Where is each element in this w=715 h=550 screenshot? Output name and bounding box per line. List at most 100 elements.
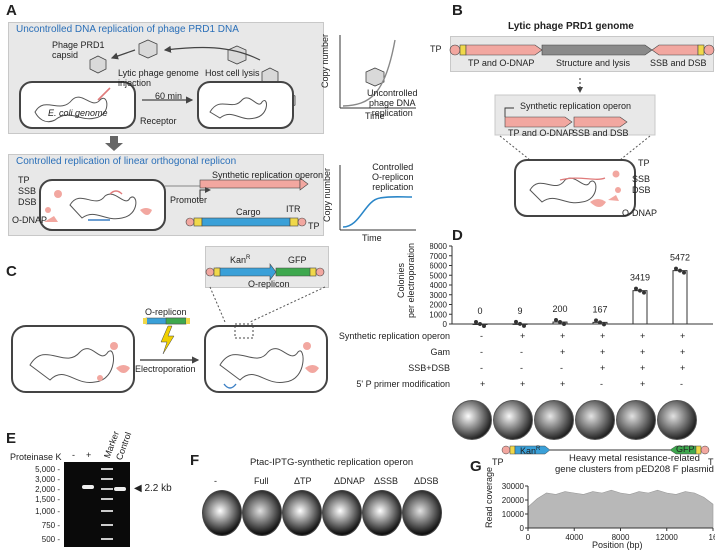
ecoli-cell-c2-icon bbox=[204, 325, 328, 393]
data-point bbox=[602, 322, 606, 327]
condition-name: 5' P primer modification bbox=[356, 379, 450, 389]
cell-ssb-label: SSB bbox=[632, 174, 651, 184]
panel-g-drawing: 01000020000300000400080001200016 bbox=[501, 445, 715, 542]
condition-value: - bbox=[560, 363, 563, 373]
data-point bbox=[522, 323, 526, 328]
condition-row: Gam--++++ bbox=[330, 344, 715, 360]
proteinase-label: Proteinase K bbox=[10, 452, 62, 462]
condition-value: - bbox=[520, 363, 523, 373]
ladder-label: 750 - bbox=[41, 521, 60, 530]
ladder-band bbox=[101, 510, 113, 512]
x-tick-label: 16 bbox=[709, 533, 715, 542]
panel-d-ylabel: Colonies per electroporation bbox=[396, 242, 416, 318]
plate-label: Full bbox=[254, 476, 269, 486]
itr-label: ITR bbox=[286, 204, 301, 214]
panel-g-desc: Heavy metal resistance-related gene clus… bbox=[555, 453, 714, 475]
data-point bbox=[474, 320, 478, 324]
condition-value: + bbox=[640, 347, 646, 357]
ecoli-cell-controlled-icon bbox=[39, 179, 166, 231]
panel-c-label: C bbox=[6, 263, 17, 280]
gel-image bbox=[64, 462, 130, 547]
condition-value: - bbox=[600, 379, 603, 389]
y-tick-label: 4000 bbox=[430, 281, 448, 290]
condition-value: - bbox=[480, 347, 483, 357]
condition-value: + bbox=[600, 363, 606, 373]
condition-value: + bbox=[600, 347, 606, 357]
genome-seg-2: Structure and lysis bbox=[556, 58, 631, 68]
colony-plate bbox=[402, 490, 442, 536]
panel-c-drawing bbox=[11, 263, 328, 393]
colony-plate bbox=[575, 400, 615, 440]
panel-a-top-title: Uncontrolled DNA replication of phage PR… bbox=[16, 24, 239, 35]
ladder-label: 500 - bbox=[41, 535, 60, 544]
band-arrow: ◀ 2.2 kb bbox=[134, 483, 172, 494]
tp-label-a: TP bbox=[18, 175, 30, 185]
odnap-label-a: O-DNAP bbox=[12, 215, 48, 225]
condition-value: - bbox=[520, 347, 523, 357]
condition-value: + bbox=[640, 331, 646, 341]
panel-e-label: E bbox=[6, 430, 17, 447]
lane-plus: + bbox=[86, 450, 92, 460]
y-tick-label: 5000 bbox=[430, 271, 448, 280]
ladder-label: 3,000 - bbox=[35, 475, 60, 484]
operon-label-b: Synthetic replication operon bbox=[520, 101, 632, 111]
condition-name: SSB+DSB bbox=[408, 363, 450, 373]
condition-name: Gam bbox=[430, 347, 450, 357]
colony-plate bbox=[452, 400, 492, 440]
y-tick-label: 2000 bbox=[430, 301, 448, 310]
condition-value: + bbox=[640, 379, 646, 389]
data-point bbox=[634, 286, 638, 291]
x-tick-label: 4000 bbox=[565, 533, 583, 542]
cell-tp-label: TP bbox=[638, 158, 650, 168]
data-point bbox=[562, 322, 566, 327]
y-tick-label: 1000 bbox=[430, 310, 448, 319]
oreplicon-label-c: O-replicon bbox=[248, 279, 290, 289]
cargo-label: Cargo bbox=[236, 207, 261, 217]
ecoli-cell-icon bbox=[19, 81, 136, 129]
data-point bbox=[478, 322, 482, 326]
genome-seg-3: SSB and DSB bbox=[650, 58, 707, 68]
condition-value: - bbox=[480, 363, 483, 373]
condition-value: + bbox=[600, 331, 606, 341]
injection-label: Lytic phage genome injection bbox=[118, 68, 199, 88]
cargo-line bbox=[550, 449, 670, 451]
panel-c-replicon-box bbox=[205, 246, 329, 288]
uncontrolled-label: Uncontrolled phage DNA replication bbox=[367, 88, 418, 118]
panel-g-xlabel: Position (bp) bbox=[592, 540, 643, 550]
panel-b-title: Lytic phage PRD1 genome bbox=[508, 21, 634, 32]
plate-label: - bbox=[214, 476, 217, 486]
data-point bbox=[558, 320, 562, 325]
operon-label-a: Synthetic replication operon bbox=[212, 170, 324, 180]
tp-right-label-a: TP bbox=[308, 221, 320, 231]
copy-number-label-bottom: Copy number bbox=[322, 167, 332, 222]
condition-row: 5' P primer modification+++-+- bbox=[330, 376, 715, 392]
plate-label: ΔTP bbox=[294, 476, 312, 486]
data-point bbox=[642, 290, 646, 295]
tp-right-g: T bbox=[708, 457, 714, 467]
x-tick-label: 12000 bbox=[656, 533, 679, 542]
lysis-label: Host cell lysis bbox=[205, 68, 260, 78]
panel-b-label: B bbox=[452, 2, 463, 19]
y-tick-label: 20000 bbox=[502, 496, 525, 505]
data-point bbox=[482, 324, 486, 328]
time-label: 60 min bbox=[155, 91, 183, 101]
time-axis-bottom: Time bbox=[362, 233, 382, 243]
colony-plate bbox=[534, 400, 574, 440]
capsid-label: Phage PRD1 capsid bbox=[52, 40, 105, 60]
panel-f-title: Ptac-IPTG-synthetic replication operon bbox=[250, 457, 414, 468]
time-axis-top: Time bbox=[365, 111, 385, 121]
condition-value: + bbox=[520, 379, 526, 389]
operon-seg-2: SSB and DSB bbox=[572, 128, 629, 138]
electroporation-label: Electroporation bbox=[135, 364, 196, 374]
data-label: 167 bbox=[592, 304, 607, 314]
condition-value: + bbox=[520, 331, 526, 341]
y-tick-label: 3000 bbox=[430, 291, 448, 300]
ecoli-cell-lysis-icon bbox=[197, 81, 294, 129]
genome-seg-1: TP and O-DNAP bbox=[468, 58, 535, 68]
kanr-label-g: KanR bbox=[520, 446, 541, 456]
y-tick-label: 0 bbox=[443, 320, 448, 329]
panel-g-ylabel: Read coverage bbox=[484, 466, 494, 528]
data-label: 3419 bbox=[630, 273, 650, 283]
ladder-band bbox=[101, 468, 113, 470]
